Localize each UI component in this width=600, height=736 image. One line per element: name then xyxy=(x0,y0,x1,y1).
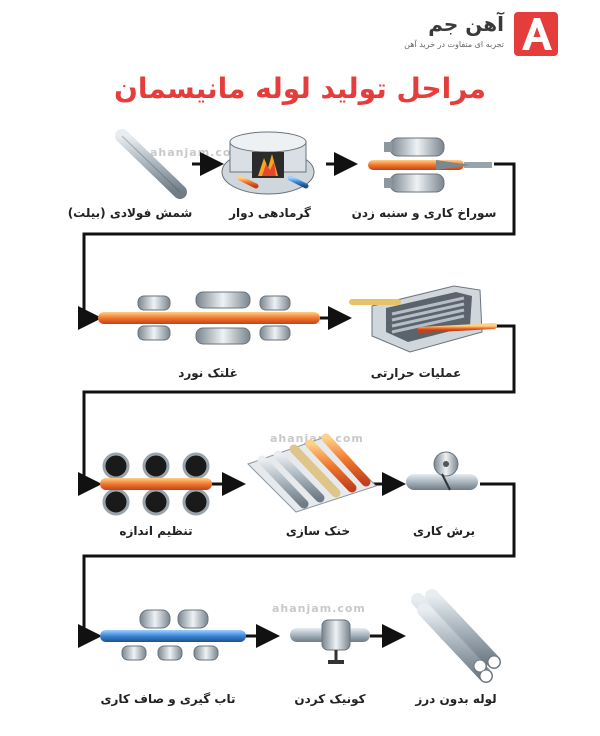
step-label-heat-treatment: عملیات حرارتی xyxy=(370,366,462,380)
step-label-rolling-mill: غلتک نورد xyxy=(178,366,238,380)
brand-logo-icon xyxy=(514,12,558,56)
brand-name: آهن جم xyxy=(428,12,504,36)
heat-treatment-illustration xyxy=(349,285,497,353)
step-label-piercing: سوراخ کاری و سنبه زدن xyxy=(351,206,497,220)
watermark: ahanjam.com xyxy=(270,432,364,445)
tapering-illustration xyxy=(290,619,370,664)
cutting-illustration xyxy=(406,451,478,491)
step-label-straightening: تاب گیری و صاف کاری xyxy=(100,692,236,706)
billet-illustration xyxy=(115,129,187,199)
step-label-cooling: خنک سازی xyxy=(285,524,351,538)
piercing-illustration xyxy=(368,137,492,193)
cooling-illustration xyxy=(247,433,377,513)
seamless-pipe-illustration xyxy=(411,589,501,683)
brand-tagline: تجربه ای متفاوت در خرید آهن xyxy=(404,40,504,49)
step-label-billet: شمش فولادی (بیلت) xyxy=(67,206,193,220)
step-label-tapering: کونیک کردن xyxy=(294,692,366,706)
watermark: ahanjam.com xyxy=(272,602,366,615)
rolling-mill-illustration xyxy=(98,291,320,345)
step-label-seamless-pipe: لوله بدون درز xyxy=(415,692,497,706)
step-label-rotary-furnace: گرمادهی دوار xyxy=(229,206,311,220)
rotary-furnace-illustration xyxy=(221,131,315,195)
straightening-illustration xyxy=(100,609,246,661)
diagram-title: مراحل تولید لوله مانیسمان xyxy=(114,72,486,105)
sizing-illustration xyxy=(100,452,212,516)
flow-connectors xyxy=(78,152,516,648)
step-label-sizing: تنظیم اندازه xyxy=(119,524,193,538)
step-label-cutting: برش کاری xyxy=(412,524,476,538)
